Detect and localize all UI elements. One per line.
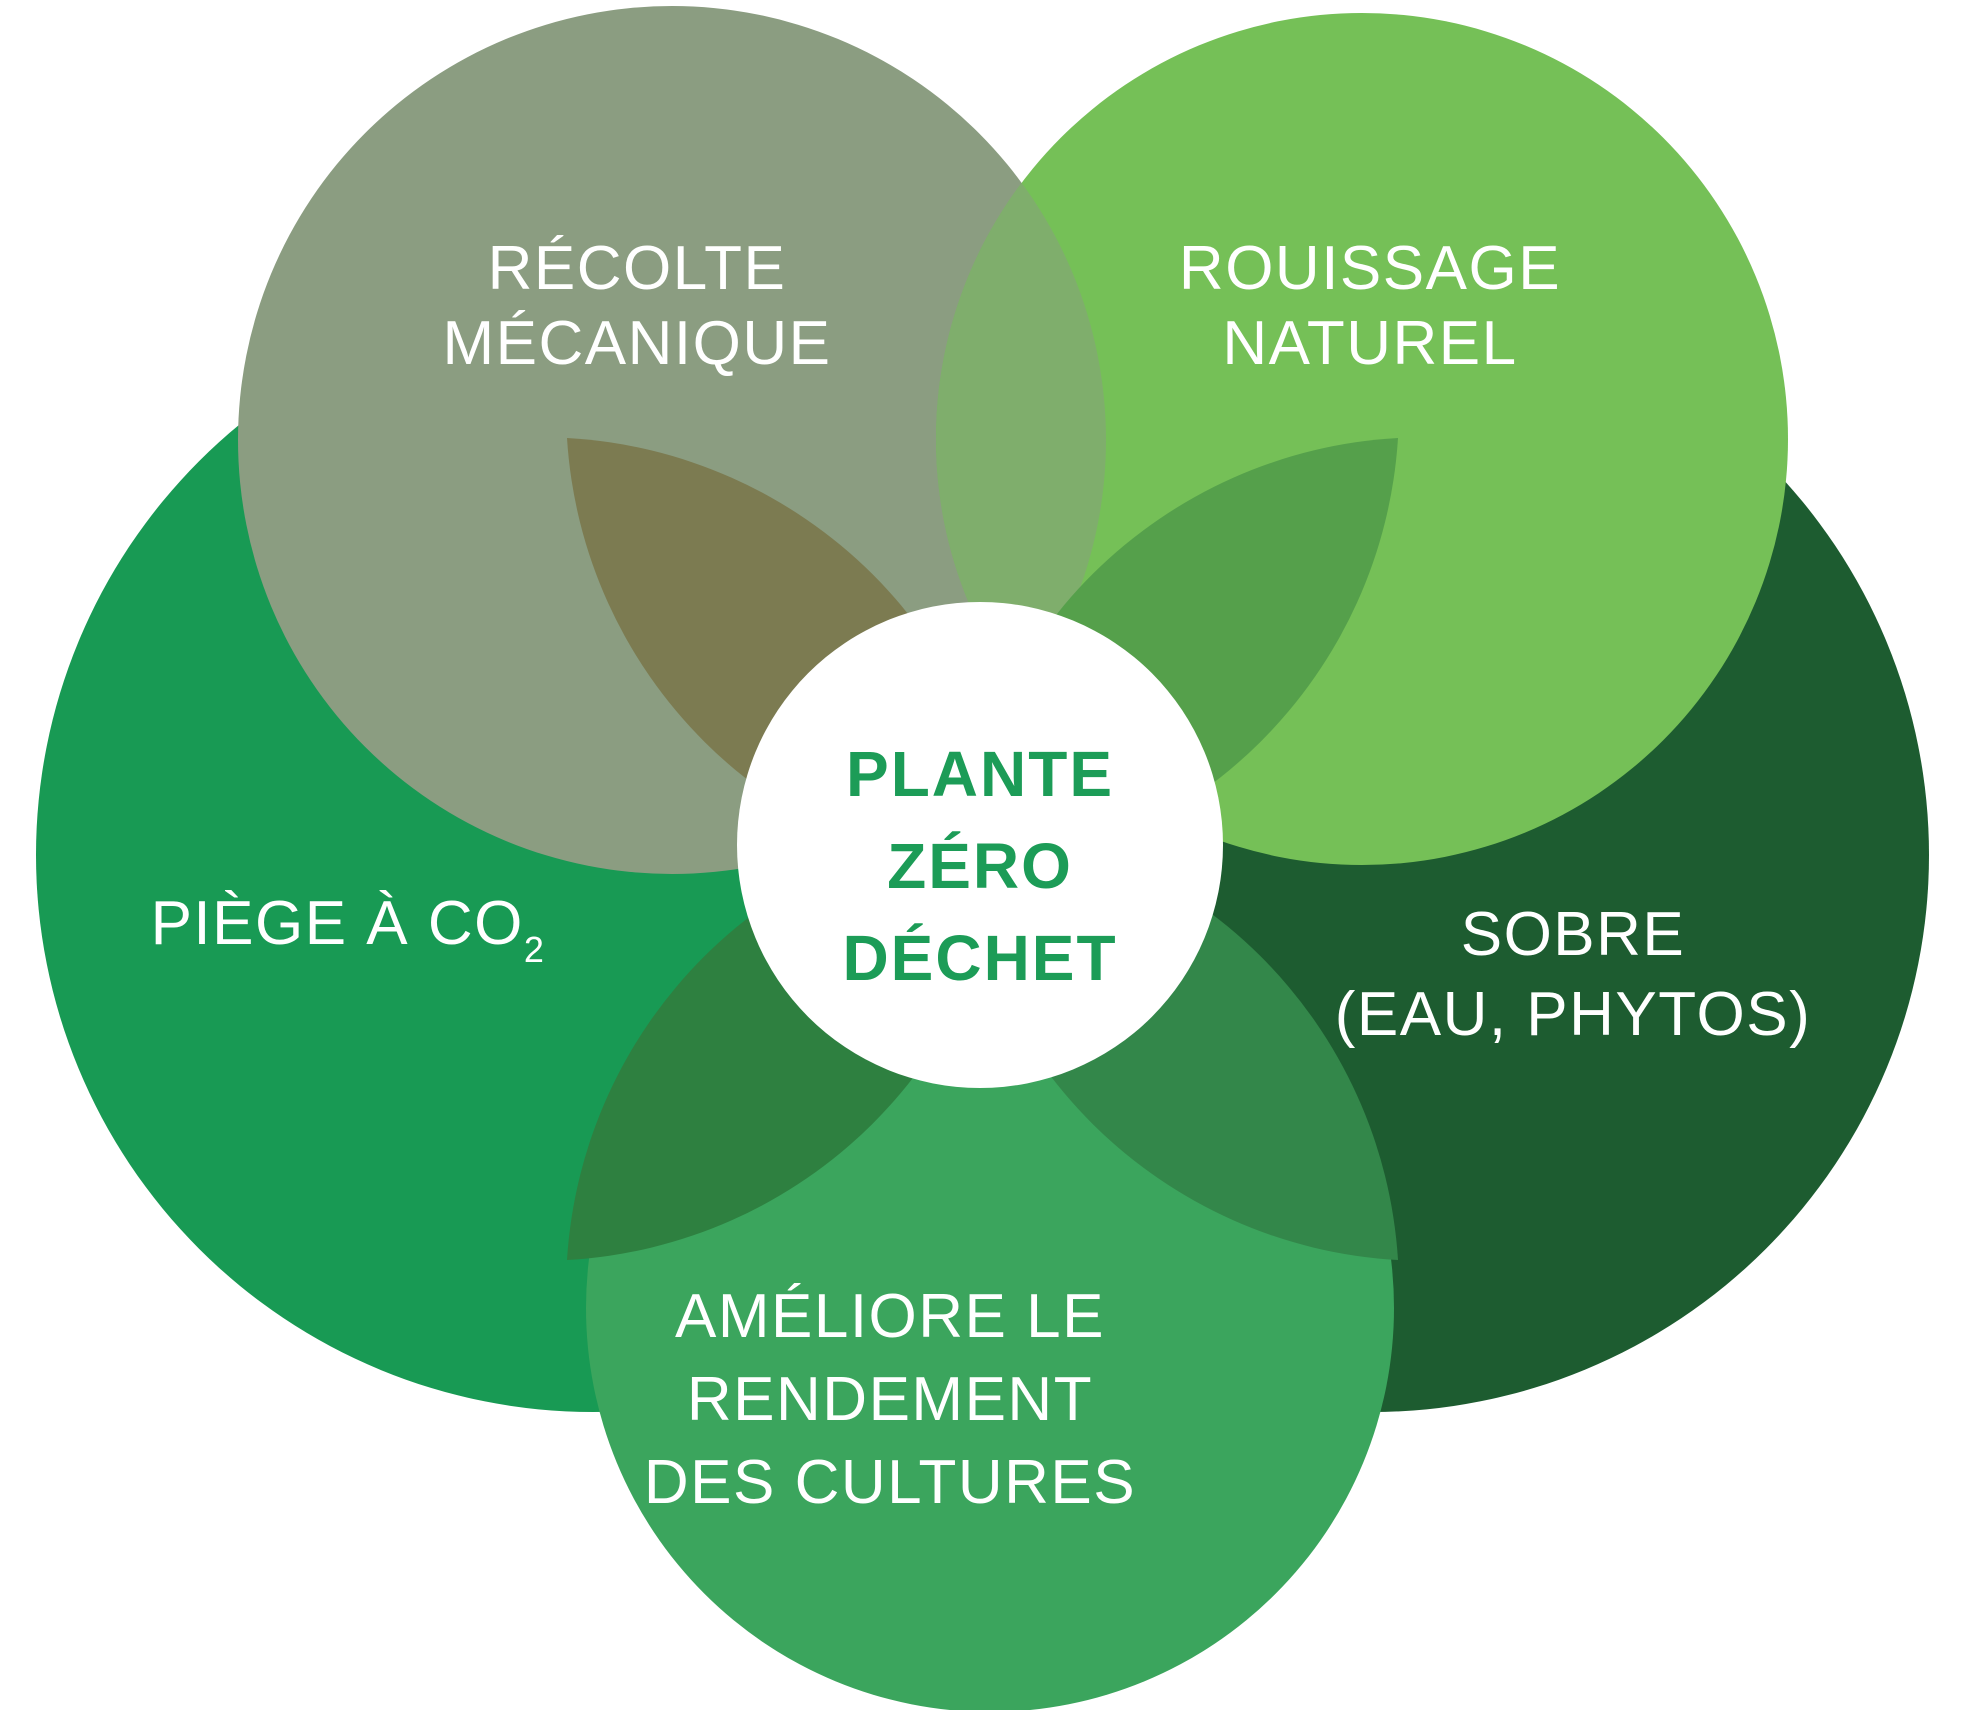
petal-label-ameliore-line-3: DES CULTURES [644, 1448, 1136, 1517]
petal-label-recolte-line-2: MÉCANIQUE [443, 309, 832, 378]
center-title-line-3: DÉCHET [842, 922, 1117, 994]
petal-label-piege-co2: PIÈGE À CO2 [151, 889, 546, 970]
petal-label-rouissage-line-2: NATUREL [1222, 309, 1517, 378]
petal-label-ameliore-line-1: AMÉLIORE LE [675, 1282, 1105, 1351]
petal-label-piege-subscript: 2 [524, 929, 546, 970]
center-title-line-1: PLANTE [846, 738, 1114, 810]
center-title-line-2: ZÉRO [887, 830, 1073, 902]
petal-label-sobre-line-1: SOBRE [1461, 900, 1686, 969]
petal-label-piege-main: PIÈGE À CO [151, 889, 524, 958]
petal-label-recolte-line-1: RÉCOLTE [488, 234, 787, 303]
petal-label-sobre-line-2: (EAU, PHYTOS) [1335, 980, 1812, 1049]
petal-label-rouissage-line-1: ROUISSAGE [1179, 234, 1561, 303]
petal-label-ameliore-line-2: RENDEMENT [687, 1365, 1093, 1434]
center-circle [737, 602, 1223, 1088]
